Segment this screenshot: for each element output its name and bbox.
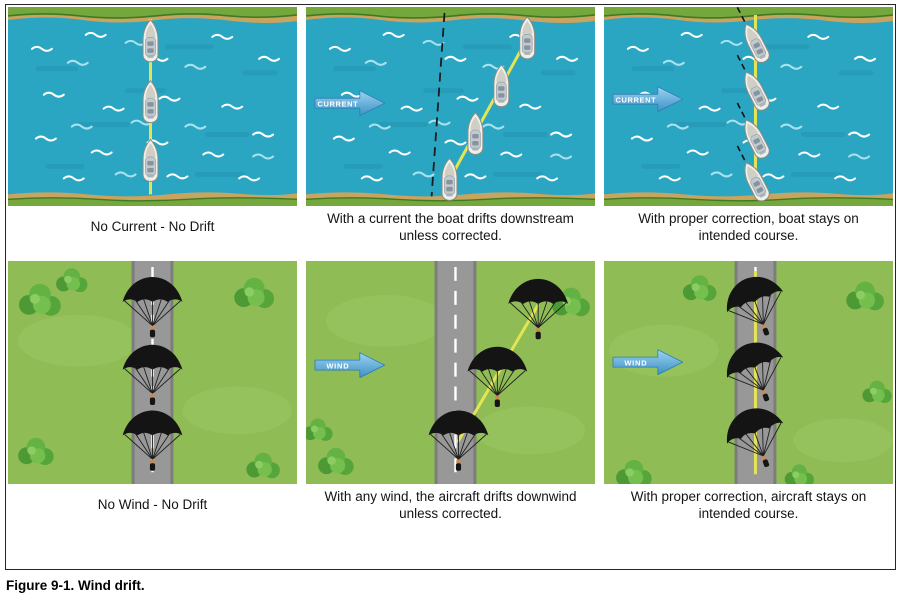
grass-highlight [182, 386, 293, 435]
boat-crabbed [734, 51, 773, 114]
panel-wind-corrected: WIND With proper correction, aircraft st… [604, 261, 893, 529]
drift-track-line [447, 36, 530, 183]
wind-arrow: WIND [314, 352, 386, 379]
panel-caption: With proper correction, aircraft stays o… [630, 489, 867, 522]
grass-highlight [325, 294, 446, 347]
illustration-current-corrected: CURRENT [604, 7, 893, 206]
current-arrow: CURRENT [612, 86, 684, 113]
illustration-no-wind [8, 261, 297, 485]
panel-caption: With any wind, the aircraft drifts downw… [324, 489, 577, 522]
illustration-wind-corrected: WIND [604, 261, 893, 485]
panel-current-corrected: CURRENT With proper correction, boat sta… [604, 7, 893, 251]
panel-wind-drift: WIND With any wind, the aircraft drifts … [306, 261, 595, 529]
wind-arrow-label: WIND [326, 361, 349, 370]
heading-line [734, 51, 746, 70]
panel-caption: No Current - No Drift [90, 219, 215, 235]
illustration-current-drift: CURRENT [306, 7, 595, 206]
panel-caption: With proper correction, boat stays on in… [638, 211, 859, 244]
figure-caption: Figure 9-1. Wind drift. [6, 578, 145, 593]
grass-highlight [475, 406, 586, 455]
illustration-wind-drift: WIND [306, 261, 595, 485]
current-arrow: CURRENT [314, 90, 386, 117]
figure-frame: No Current - No Drift CURRENT [5, 4, 896, 570]
intended-course-line [430, 12, 446, 197]
current-arrow-label: CURRENT [616, 95, 657, 104]
illustration-no-current [8, 7, 297, 206]
current-arrow-label: CURRENT [318, 99, 359, 108]
panel-caption: With a current the boat drifts downstrea… [327, 211, 574, 244]
panel-no-current: No Current - No Drift [8, 7, 297, 251]
panel-no-wind: No Wind - No Drift [8, 261, 297, 529]
grass-highlight [17, 314, 138, 367]
panel-grid: No Current - No Drift CURRENT [8, 7, 893, 529]
panel-current-drift: CURRENT With a current the boat drifts d… [306, 7, 595, 251]
grass-highlight [793, 418, 893, 463]
wind-arrow: WIND [612, 349, 684, 376]
panel-caption: No Wind - No Drift [97, 497, 208, 513]
wind-arrow-label: WIND [624, 358, 647, 367]
